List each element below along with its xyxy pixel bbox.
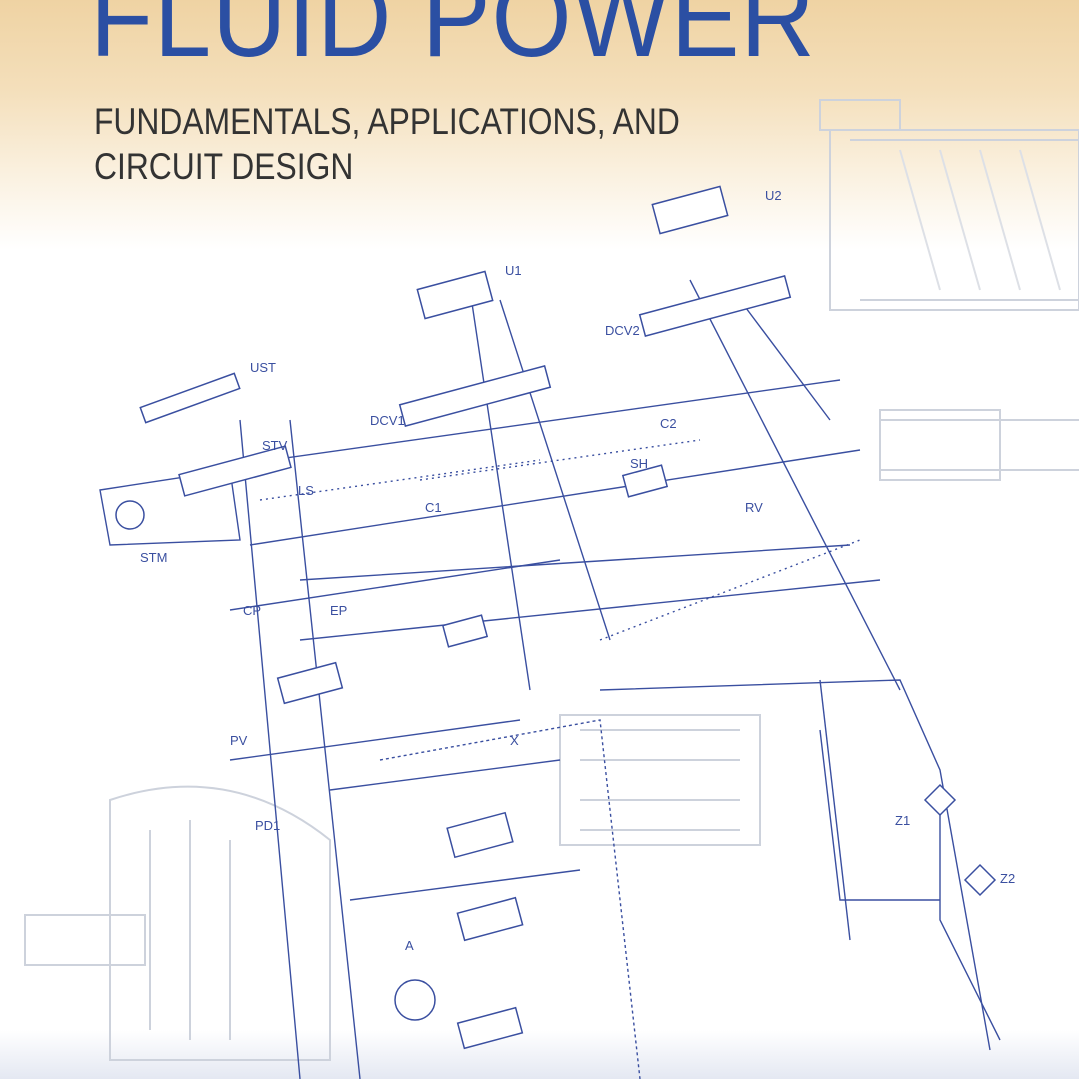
label-u1: U1	[505, 263, 522, 278]
book-subtitle-line2: CIRCUIT DESIGN	[94, 146, 354, 187]
label-rv: RV	[745, 500, 763, 515]
label-z1: Z1	[895, 813, 910, 828]
label-stm: STM	[140, 550, 167, 565]
book-title: FLUID POWER	[90, 0, 816, 80]
label-x: X	[510, 733, 519, 748]
circuit-lines	[99, 279, 1001, 1079]
label-ls: LS	[298, 483, 314, 498]
cylinder-symbols	[115, 185, 997, 1050]
label-sh: SH	[630, 456, 648, 471]
label-dcv2: DCV2	[605, 323, 640, 338]
label-ust: UST	[250, 360, 276, 375]
label-z2: Z2	[1000, 871, 1015, 886]
label-a: A	[405, 938, 414, 953]
label-u2: U2	[765, 188, 782, 203]
label-pd1: PD1	[255, 818, 280, 833]
label-c2: C2	[660, 416, 677, 431]
label-ep: EP	[330, 603, 347, 618]
label-c1: C1	[425, 500, 442, 515]
label-stv: STV	[262, 438, 288, 453]
label-cp: CP	[243, 603, 261, 618]
ghost-cross-section-drawings	[24, 99, 1079, 1061]
label-pv: PV	[230, 733, 248, 748]
book-subtitle-line1: FUNDAMENTALS, APPLICATIONS, AND	[94, 101, 680, 142]
label-dcv1: DCV1	[370, 413, 405, 428]
schematic-labels: U1 U2 UST DCV1 DCV2 STV STM LS C1 C2 SH …	[140, 188, 1015, 953]
